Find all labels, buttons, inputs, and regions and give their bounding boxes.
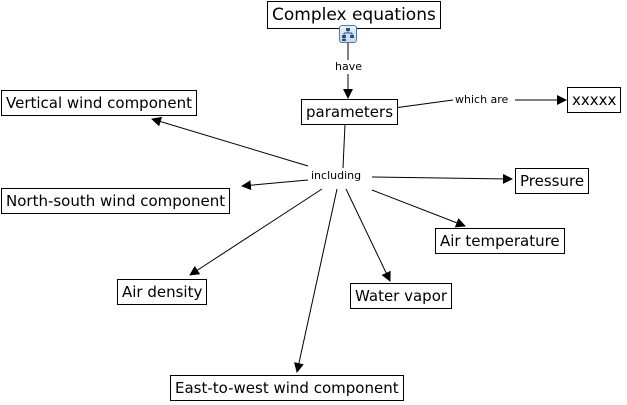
concept-air-density[interactable]: Air density (117, 279, 208, 305)
concept-label: East-to-west wind component (175, 379, 399, 397)
edge-including-to-north-south (241, 179, 309, 191)
concept-label: Air density (122, 283, 203, 301)
concept-pressure[interactable]: Pressure (515, 168, 590, 194)
link-text: have (335, 60, 362, 73)
link-label-have[interactable]: have (333, 60, 364, 74)
concept-label: Air temperature (440, 232, 560, 250)
concept-north-south-wind-component[interactable]: North-south wind component (1, 188, 231, 214)
link-text: including (311, 169, 362, 182)
link-label-which-are[interactable]: which are (453, 93, 511, 107)
link-text: which are (455, 93, 509, 106)
concept-xxxxx[interactable]: xxxxx (567, 87, 622, 113)
concept-vertical-wind-component[interactable]: Vertical wind component (1, 90, 198, 116)
concept-water-vapor[interactable]: Water vapor (350, 283, 453, 309)
edge-parameters-to-including (342, 123, 346, 169)
edge-including-to-east-west (294, 188, 338, 373)
concept-east-to-west-wind-component[interactable]: East-to-west wind component (170, 375, 404, 401)
concept-label: Complex equations (272, 5, 436, 25)
concept-label: North-south wind component (6, 192, 226, 210)
edge-including-to-air-density (189, 188, 323, 276)
concept-label: xxxxx (572, 91, 617, 109)
concept-air-temperature[interactable]: Air temperature (435, 228, 565, 254)
concept-parameters[interactable]: parameters (301, 99, 399, 125)
concept-complex-equations[interactable]: Complex equations (267, 1, 441, 29)
link-label-including[interactable]: including (309, 169, 364, 183)
concept-label: parameters (306, 103, 394, 121)
edge-including-to-air-temperature (371, 189, 466, 228)
edge-including-to-vertical-wind (151, 116, 309, 167)
concept-label: Vertical wind component (6, 94, 193, 112)
edge-parameters-to-whichare (393, 99, 454, 109)
edge-including-to-water-vapor (345, 188, 391, 282)
edge-including-to-pressure (371, 173, 513, 184)
submap-hierarchy-icon[interactable] (339, 25, 357, 43)
concept-label: Pressure (520, 172, 585, 190)
concept-label: Water vapor (355, 287, 448, 305)
